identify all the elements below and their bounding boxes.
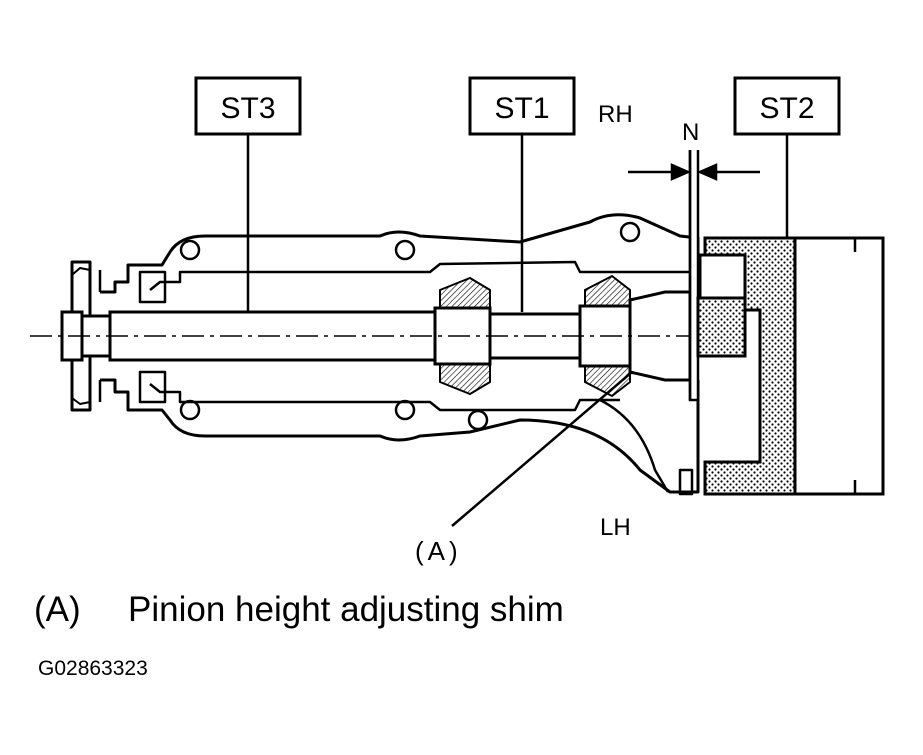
st2-gauge xyxy=(696,236,885,496)
st1-label: ST1 xyxy=(494,92,549,125)
rh-label: RH xyxy=(598,101,633,128)
carrier-housing xyxy=(70,213,700,496)
gap-plate xyxy=(688,150,700,402)
lh-label: LH xyxy=(600,514,631,541)
pinion-bearings xyxy=(439,274,631,398)
leader-lines xyxy=(246,134,789,527)
legend-key: (A) xyxy=(34,590,81,629)
dimension-n-arrows xyxy=(628,163,760,181)
n-label: N xyxy=(682,119,699,146)
tool-shaft xyxy=(30,290,700,382)
legend-text: Pinion height adjusting shim xyxy=(128,590,564,629)
st3-label: ST3 xyxy=(220,92,275,125)
figure-code: G02863323 xyxy=(38,657,148,680)
st2-label: ST2 xyxy=(759,92,814,125)
bolt-holes xyxy=(179,221,641,431)
st2-box xyxy=(733,76,841,136)
callout-a-label: (A) xyxy=(415,536,462,566)
